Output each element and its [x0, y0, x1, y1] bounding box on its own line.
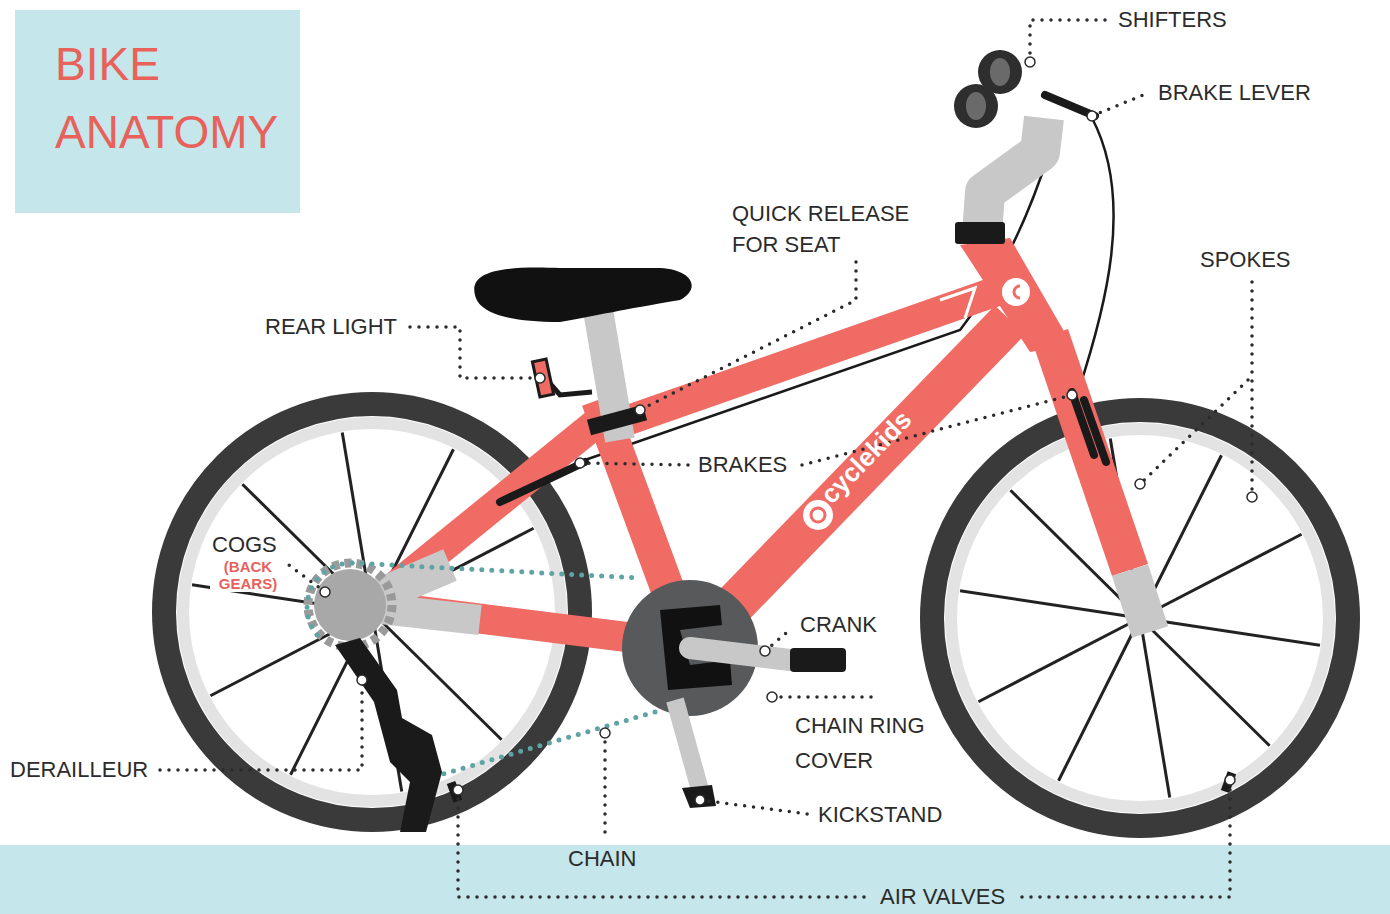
ground-band [0, 845, 1390, 914]
part-label: DERAILLEUR [8, 757, 150, 783]
part-label: BRAKE LEVER [1156, 80, 1313, 106]
air-valve [447, 781, 462, 803]
spoke [1059, 618, 1140, 781]
brake [500, 392, 1106, 502]
leader-dot [1135, 479, 1145, 489]
part-label: SHIFTERS [1116, 7, 1229, 33]
spoke [1140, 534, 1302, 618]
leader-line [1140, 380, 1248, 484]
drivetrain [314, 569, 386, 641]
drivetrain [675, 700, 700, 790]
leader-dot [1247, 492, 1257, 502]
leader-line [603, 733, 607, 838]
frame [700, 320, 1010, 640]
handlebar [954, 50, 1095, 244]
brake [500, 462, 585, 502]
leader-line [458, 790, 870, 897]
part-label: CRANK [798, 612, 879, 638]
front-wheel [951, 429, 1329, 807]
frame [345, 238, 1150, 650]
part-label: SPOKES [1198, 247, 1292, 273]
frame [1050, 335, 1130, 570]
drivetrain [308, 563, 392, 647]
leader-dot [453, 785, 463, 795]
leader-line [160, 20, 1252, 897]
part-label: (BACK GEARS) [210, 558, 286, 592]
leader-line [1022, 780, 1230, 897]
part-label: CHAIN RING COVER [793, 708, 937, 778]
leader-dot [1087, 111, 1097, 121]
leader-dot [1225, 775, 1235, 785]
leader-dot [635, 405, 645, 415]
leader-line [700, 800, 808, 814]
part-label: QUICK RELEASE FOR SEAT [730, 198, 934, 260]
seat [474, 267, 691, 322]
frame [940, 288, 975, 318]
seat [532, 359, 553, 397]
leader-dot [1025, 57, 1035, 67]
leader-line [640, 244, 856, 410]
leader-dot [767, 692, 777, 702]
front-wheel [932, 410, 1348, 826]
leader-line [282, 560, 325, 592]
handlebar [954, 84, 998, 128]
frame [1002, 278, 1030, 306]
leader-dot [357, 675, 367, 685]
leader-line [1092, 93, 1148, 116]
leader-line [772, 695, 880, 699]
part-label: BRAKES [696, 452, 789, 478]
title: BIKE ANATOMY [55, 30, 300, 166]
front-wheel [932, 410, 1348, 826]
spoke [960, 591, 1140, 618]
leader-line [1250, 282, 1254, 497]
handlebar [982, 118, 1044, 235]
leader-line [410, 327, 540, 378]
spoke [1140, 618, 1170, 798]
leader-dot [695, 795, 705, 805]
leader-dot [1067, 390, 1077, 400]
part-label: CHAIN [566, 846, 638, 872]
spoke [978, 618, 1140, 702]
leader-line [1030, 20, 1108, 62]
handlebar [955, 222, 1005, 244]
front-wheel [960, 438, 1320, 797]
leader-dot [320, 57, 1257, 805]
frame [1130, 570, 1150, 632]
drivetrain [335, 638, 442, 832]
leader-dot [760, 646, 770, 656]
brake [1084, 400, 1106, 462]
leader-dot [600, 728, 610, 738]
leader-line [580, 463, 688, 465]
frame [1014, 286, 1020, 298]
drivetrain [682, 785, 716, 808]
leader-dot [535, 373, 545, 383]
drivetrain [790, 648, 846, 672]
brake-cable [1078, 118, 1114, 392]
seat [474, 267, 691, 440]
part-label: KICKSTAND [816, 802, 944, 828]
part-label: COGS [210, 532, 279, 558]
handlebar [990, 58, 1010, 86]
leader-line [802, 395, 1072, 465]
drivetrain [307, 563, 846, 832]
drivetrain [440, 712, 655, 775]
frame [811, 508, 825, 522]
part-label: AIR VALVES [878, 884, 1007, 910]
handlebar [966, 92, 986, 120]
leader-dot [320, 587, 330, 597]
part-label: REAR LIGHT [263, 314, 399, 340]
leader-dot [575, 458, 585, 468]
drivetrain [690, 648, 790, 660]
drivetrain [352, 563, 640, 578]
title-panel: BIKE ANATOMY [15, 10, 300, 213]
spoke [1140, 618, 1320, 645]
seat [587, 405, 647, 435]
drivetrain [307, 563, 352, 640]
leader-line [160, 680, 362, 770]
